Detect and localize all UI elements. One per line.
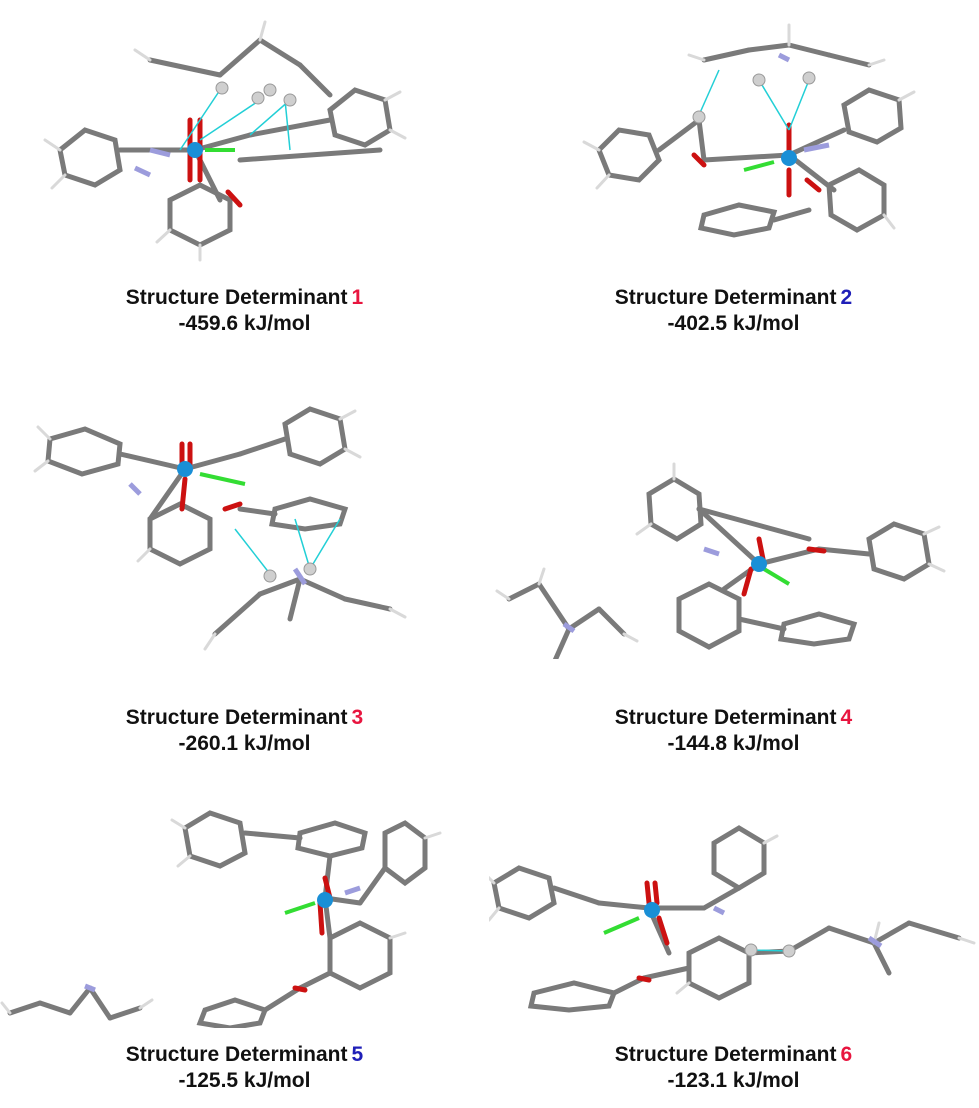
structure-number: 5 [351, 1043, 364, 1066]
caption-label: Structure Determinant [125, 706, 348, 729]
structure-number: 3 [351, 706, 364, 729]
binding-energy: -459.6 kJ/mol [178, 312, 311, 335]
molecule-structure-3 [33, 406, 407, 651]
caption-label: Structure Determinant [614, 706, 837, 729]
molecule-structure-1 [43, 20, 407, 262]
structure-number: 6 [840, 1043, 853, 1066]
structure-number: 1 [351, 286, 364, 309]
binding-energy: -144.8 kJ/mol [667, 732, 800, 755]
molecule-structure-4 [495, 462, 946, 659]
caption-label: Structure Determinant [614, 286, 837, 309]
binding-energy: -402.5 kJ/mol [667, 312, 800, 335]
binding-energy: -260.1 kJ/mol [178, 732, 311, 755]
molecule-structure-2 [582, 23, 916, 238]
binding-energy: -123.1 kJ/mol [667, 1069, 800, 1092]
caption-label: Structure Determinant [614, 1043, 837, 1066]
structure-number: 4 [840, 706, 853, 729]
caption-label: Structure Determinant [125, 286, 348, 309]
molecule-structure-6 [489, 825, 976, 1013]
binding-energy: -125.5 kJ/mol [178, 1069, 311, 1092]
molecule-structure-5 [0, 810, 442, 1028]
structure-number: 2 [840, 286, 853, 309]
caption-label: Structure Determinant [125, 1043, 348, 1066]
